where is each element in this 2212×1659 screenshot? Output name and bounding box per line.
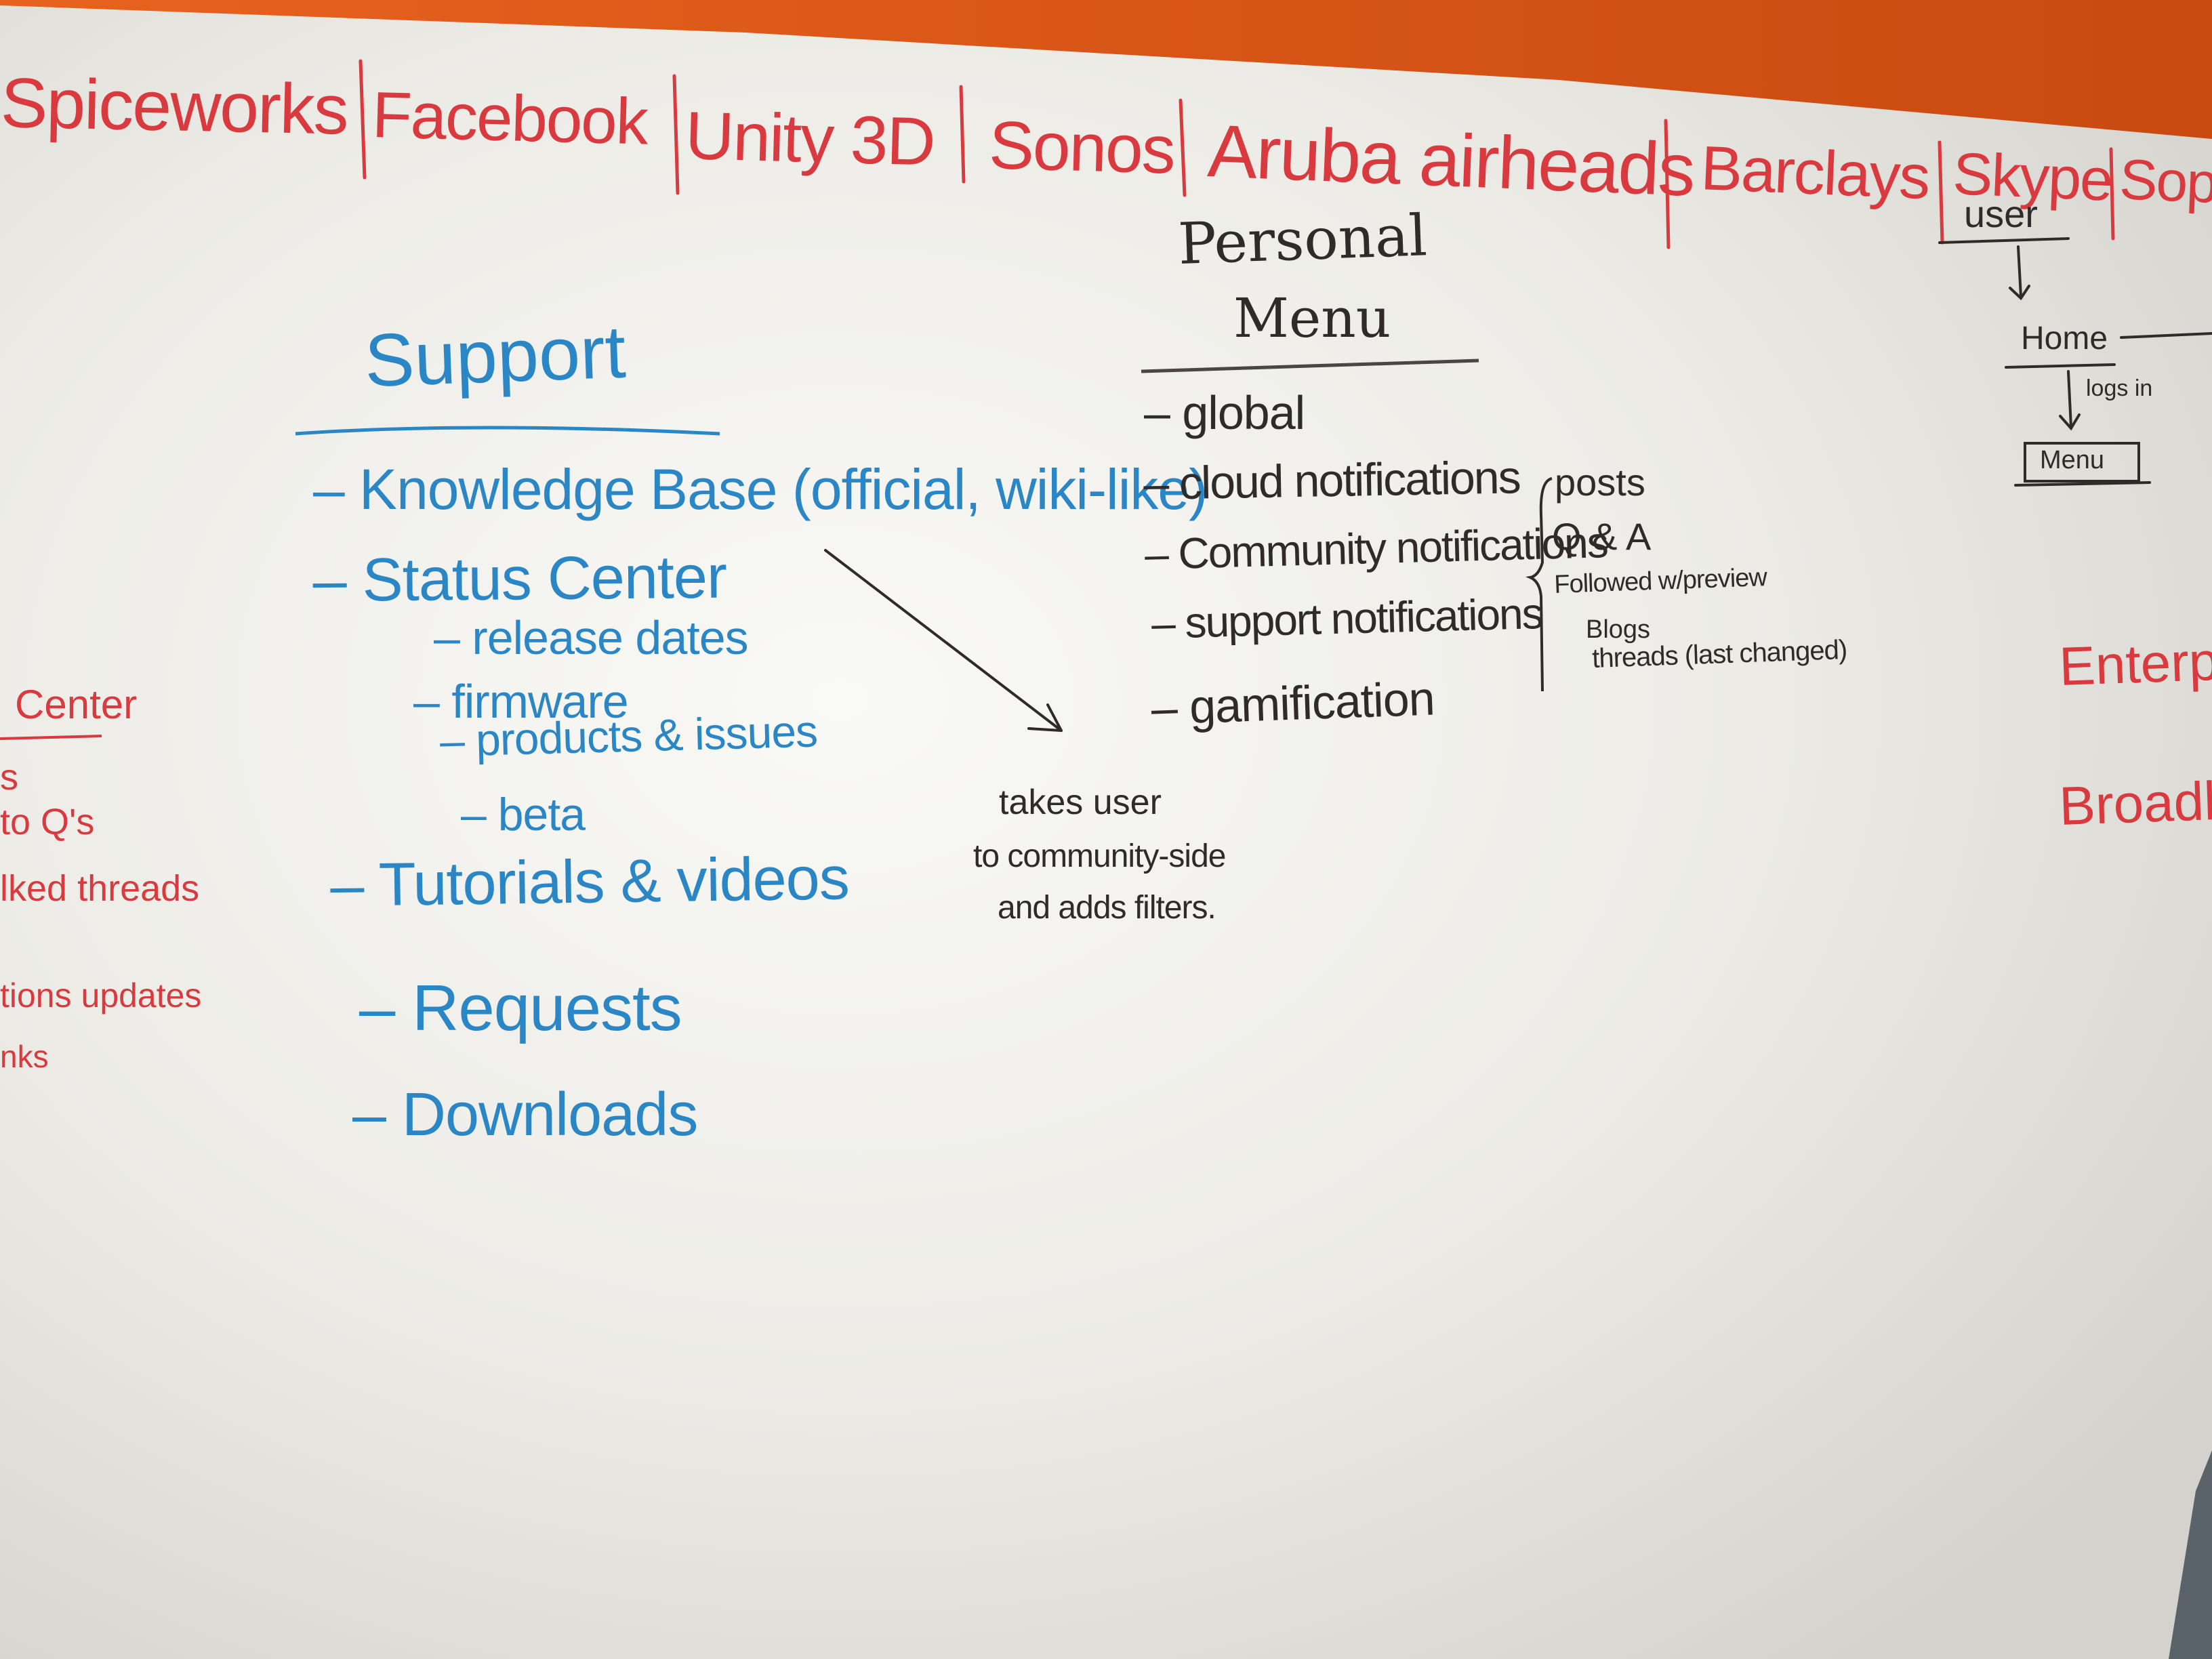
notes-bracket xyxy=(1525,477,1553,692)
brand-barclays: Barclays xyxy=(1699,134,1931,213)
left-edge-s: s xyxy=(0,757,18,798)
note-q-and-a: Q & A xyxy=(1552,515,1652,558)
note-blogs: Blogs xyxy=(1586,615,1651,644)
note-followed-preview: Followed w/preview xyxy=(1553,563,1767,599)
left-edge-tions-updates: tions updates xyxy=(0,977,202,1015)
arrow-note-line1: takes user xyxy=(999,783,1162,822)
support-subitem-release-dates: – release dates xyxy=(434,611,749,664)
personal-menu-heading-line1: Personal xyxy=(1176,202,1429,277)
right-edge-broadband: Broadban xyxy=(2058,767,2212,836)
personal-menu-item-community-notifications: – Community notifications xyxy=(1144,518,1608,579)
flow-step-menu: Menu xyxy=(2040,446,2105,474)
flow-step-user: user xyxy=(1964,192,2038,235)
brand-sonos: Sonos xyxy=(987,107,1176,188)
left-edge-nks: nks xyxy=(0,1039,49,1074)
personal-menu-heading-line2: Menu xyxy=(1233,287,1391,350)
support-item-requests: – Requests xyxy=(359,972,682,1044)
support-item-knowledge-base: – Knowledge Base (official, wiki-like) xyxy=(313,457,1208,521)
support-subitem-beta: – beta xyxy=(461,789,586,840)
header-separators xyxy=(359,59,2115,249)
brand-facebook: Facebook xyxy=(371,79,649,159)
personal-menu-item-cloud-notifications: – cloud notifications xyxy=(1143,451,1521,510)
brand-sopr: Sopr xyxy=(2118,147,2212,216)
support-item-downloads: – Downloads xyxy=(352,1081,698,1149)
left-edge-center: Center xyxy=(15,682,138,727)
pointer-arrow xyxy=(824,549,1063,732)
support-subitem-products-issues: – products & issues xyxy=(439,705,818,766)
left-edge-to-qs: to Q's xyxy=(0,802,95,842)
left-edge-liked-threads: lked threads xyxy=(0,868,200,909)
flow-arrow-label-logs-in: logs in xyxy=(2086,375,2153,401)
personal-menu-item-support-notifications: – support notifications xyxy=(1151,588,1543,648)
support-underline xyxy=(295,426,720,436)
personal-menu-item-global: – global xyxy=(1144,386,1305,439)
personal-menu-item-gamification: – gamification xyxy=(1150,672,1435,735)
brand-unity-3d: Unity 3D xyxy=(684,98,936,180)
personal-menu-underline xyxy=(1141,359,1479,373)
right-edge-enterprise: Enterpr xyxy=(2058,630,2212,697)
flow-step-home: Home xyxy=(2021,321,2108,356)
whiteboard-surface xyxy=(0,5,2212,1659)
brand-aruba-airheads: Aruba airheads xyxy=(1206,109,1696,212)
support-heading: Support xyxy=(363,310,628,403)
note-posts: posts xyxy=(1555,461,1645,504)
board-corner-shadow xyxy=(2169,1450,2212,1659)
support-item-status-center: – Status Center xyxy=(312,543,727,615)
flow-lines xyxy=(1938,237,2212,487)
arrow-note-line2: to community-side xyxy=(973,838,1226,874)
support-subitem-firmware: – firmware xyxy=(413,675,629,728)
left-edge-underline xyxy=(0,735,102,740)
brand-spiceworks: Spiceworks xyxy=(0,64,348,150)
support-item-tutorials-videos: – Tutorials & videos xyxy=(329,844,850,920)
arrow-note-line3: and adds filters. xyxy=(998,890,1216,926)
